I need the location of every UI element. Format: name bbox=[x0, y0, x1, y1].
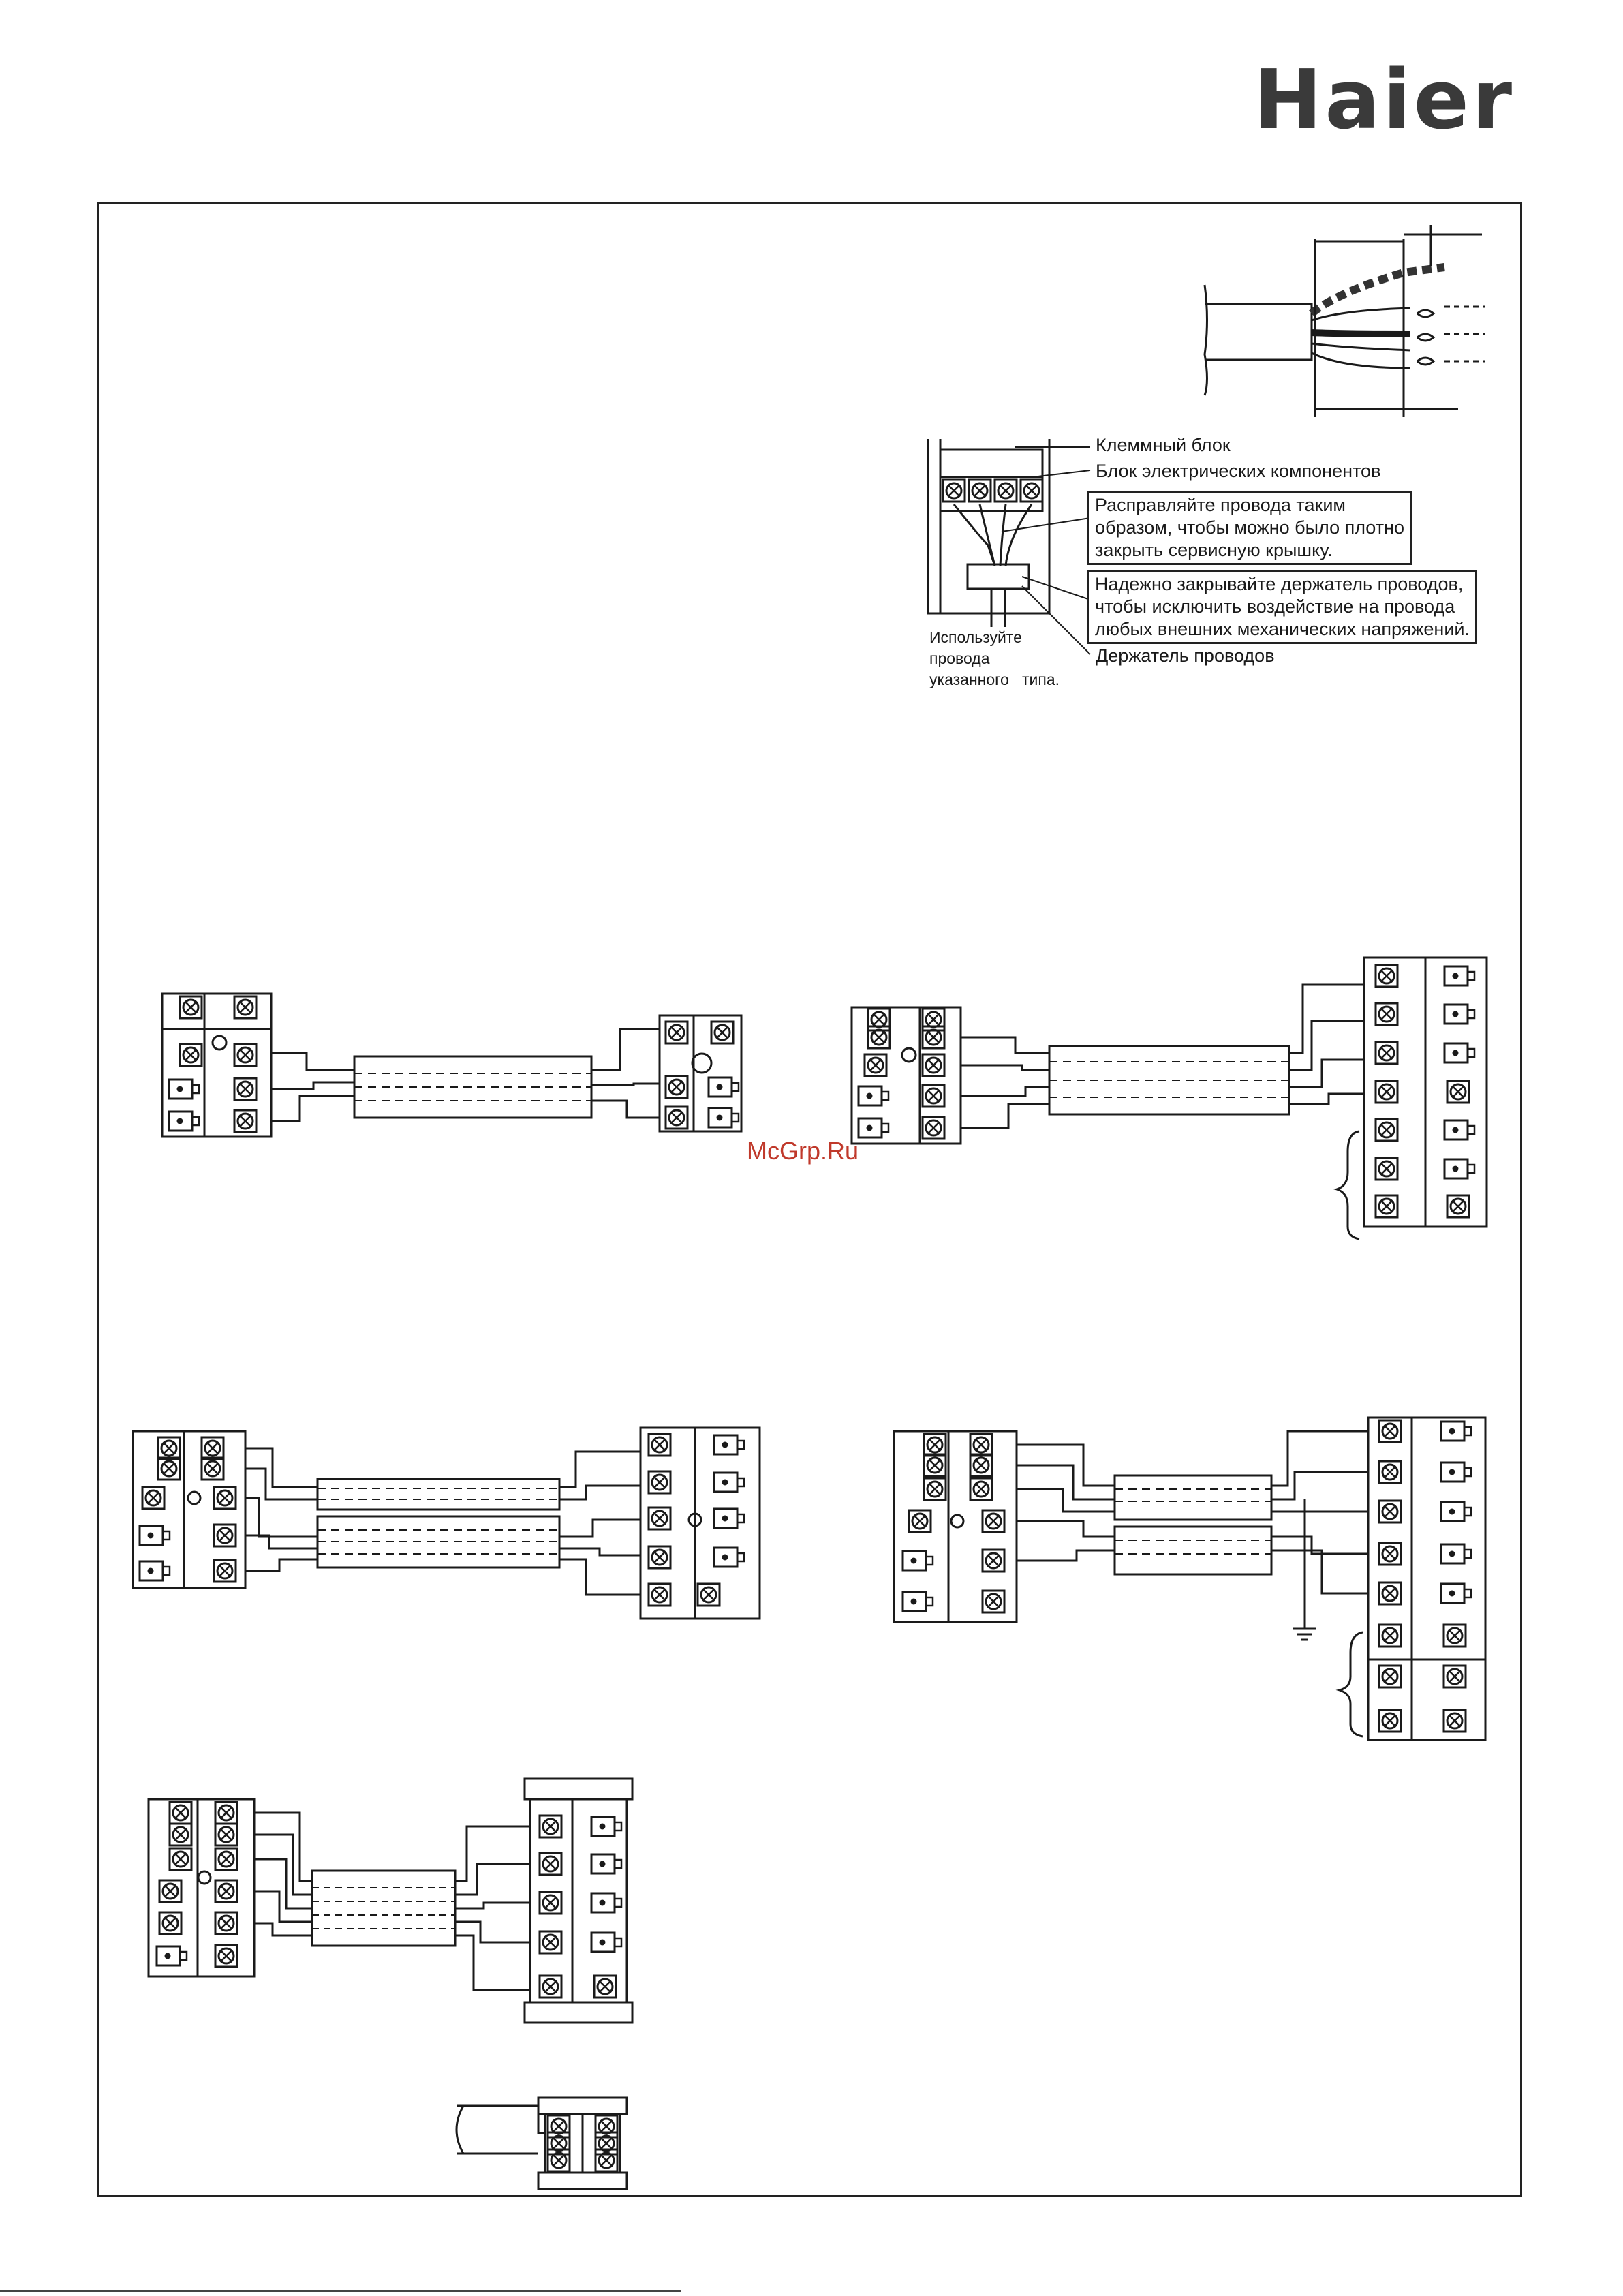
use-line-1: Используйте bbox=[929, 628, 1022, 646]
diagram-6 bbox=[455, 2096, 628, 2190]
label-terminal-block: Клеммный блок bbox=[1096, 435, 1231, 455]
note-arrange-line-2: образом, чтобы можно было плотно bbox=[1095, 517, 1404, 538]
note-holder-line-2: чтобы исключить воздействие на провода bbox=[1095, 596, 1455, 617]
note-arrange-line-1: Расправляйте провода таким bbox=[1095, 495, 1346, 515]
label-wire-holder: Держатель проводов bbox=[1096, 645, 1275, 666]
use-line-3: указанного типа. bbox=[929, 671, 1060, 688]
note-use-specified-wires: Используйте провода указанного типа. bbox=[929, 627, 1060, 690]
diagram-4 bbox=[893, 1416, 1487, 1741]
watermark: McGrp.Ru bbox=[747, 1137, 859, 1165]
note-arrange-wires: Расправляйте провода таким образом, чтоб… bbox=[1087, 491, 1412, 565]
terminal-block-sketch bbox=[927, 439, 1091, 655]
cable-strip-detail bbox=[1203, 225, 1485, 417]
bottom-rule bbox=[0, 2290, 681, 2292]
diagram-1 bbox=[161, 992, 743, 1138]
label-component-block: Блок электрических компонентов bbox=[1096, 461, 1381, 481]
note-wire-holder: Надежно закрывайте держатель проводов, ч… bbox=[1087, 570, 1478, 644]
diagram-5 bbox=[147, 1777, 634, 2024]
note-arrange-line-3: закрыть сервисную крышку. bbox=[1095, 540, 1333, 560]
diagram-3 bbox=[132, 1426, 761, 1620]
brand-logo: Haier bbox=[1254, 53, 1515, 148]
note-holder-line-3: любых внешних механических напряжений. bbox=[1095, 619, 1470, 639]
diagram-2 bbox=[850, 956, 1488, 1240]
note-holder-line-1: Надежно закрывайте держатель проводов, bbox=[1095, 574, 1464, 594]
use-line-2: провода bbox=[929, 649, 990, 667]
page-frame bbox=[97, 202, 1522, 2197]
